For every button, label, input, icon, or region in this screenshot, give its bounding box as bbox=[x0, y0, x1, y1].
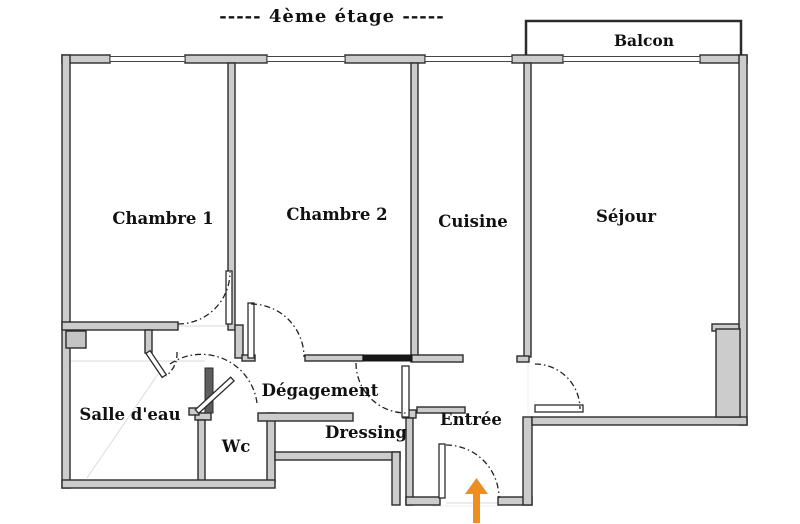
duct-box bbox=[65, 330, 87, 349]
room-label-chambre2: Chambre 2 bbox=[286, 205, 387, 224]
floor-title: ----- 4ème étage ----- bbox=[219, 6, 444, 27]
guide-lines bbox=[70, 325, 529, 507]
entrance-arrow-icon bbox=[465, 478, 488, 523]
room-label-cuisine: Cuisine bbox=[438, 212, 507, 231]
door-arcs bbox=[165, 271, 581, 499]
room-label-entree: Entrée bbox=[440, 410, 502, 429]
room-label-salle-deau: Salle d'eau bbox=[79, 405, 180, 424]
windows bbox=[109, 56, 701, 62]
room-label-sejour: Séjour bbox=[596, 207, 656, 226]
balcony-outline bbox=[524, 19, 743, 55]
door-leaves bbox=[145, 270, 584, 499]
room-label-dressing: Dressing bbox=[325, 423, 407, 442]
room-label-wc: Wc bbox=[221, 437, 251, 456]
sliding-door-bar bbox=[362, 354, 413, 362]
room-label-balcon: Balcon bbox=[614, 31, 674, 50]
wall-stub-dark bbox=[204, 367, 214, 414]
room-label-degagement: Dégagement bbox=[262, 381, 379, 400]
room-label-chambre1: Chambre 1 bbox=[112, 209, 213, 228]
